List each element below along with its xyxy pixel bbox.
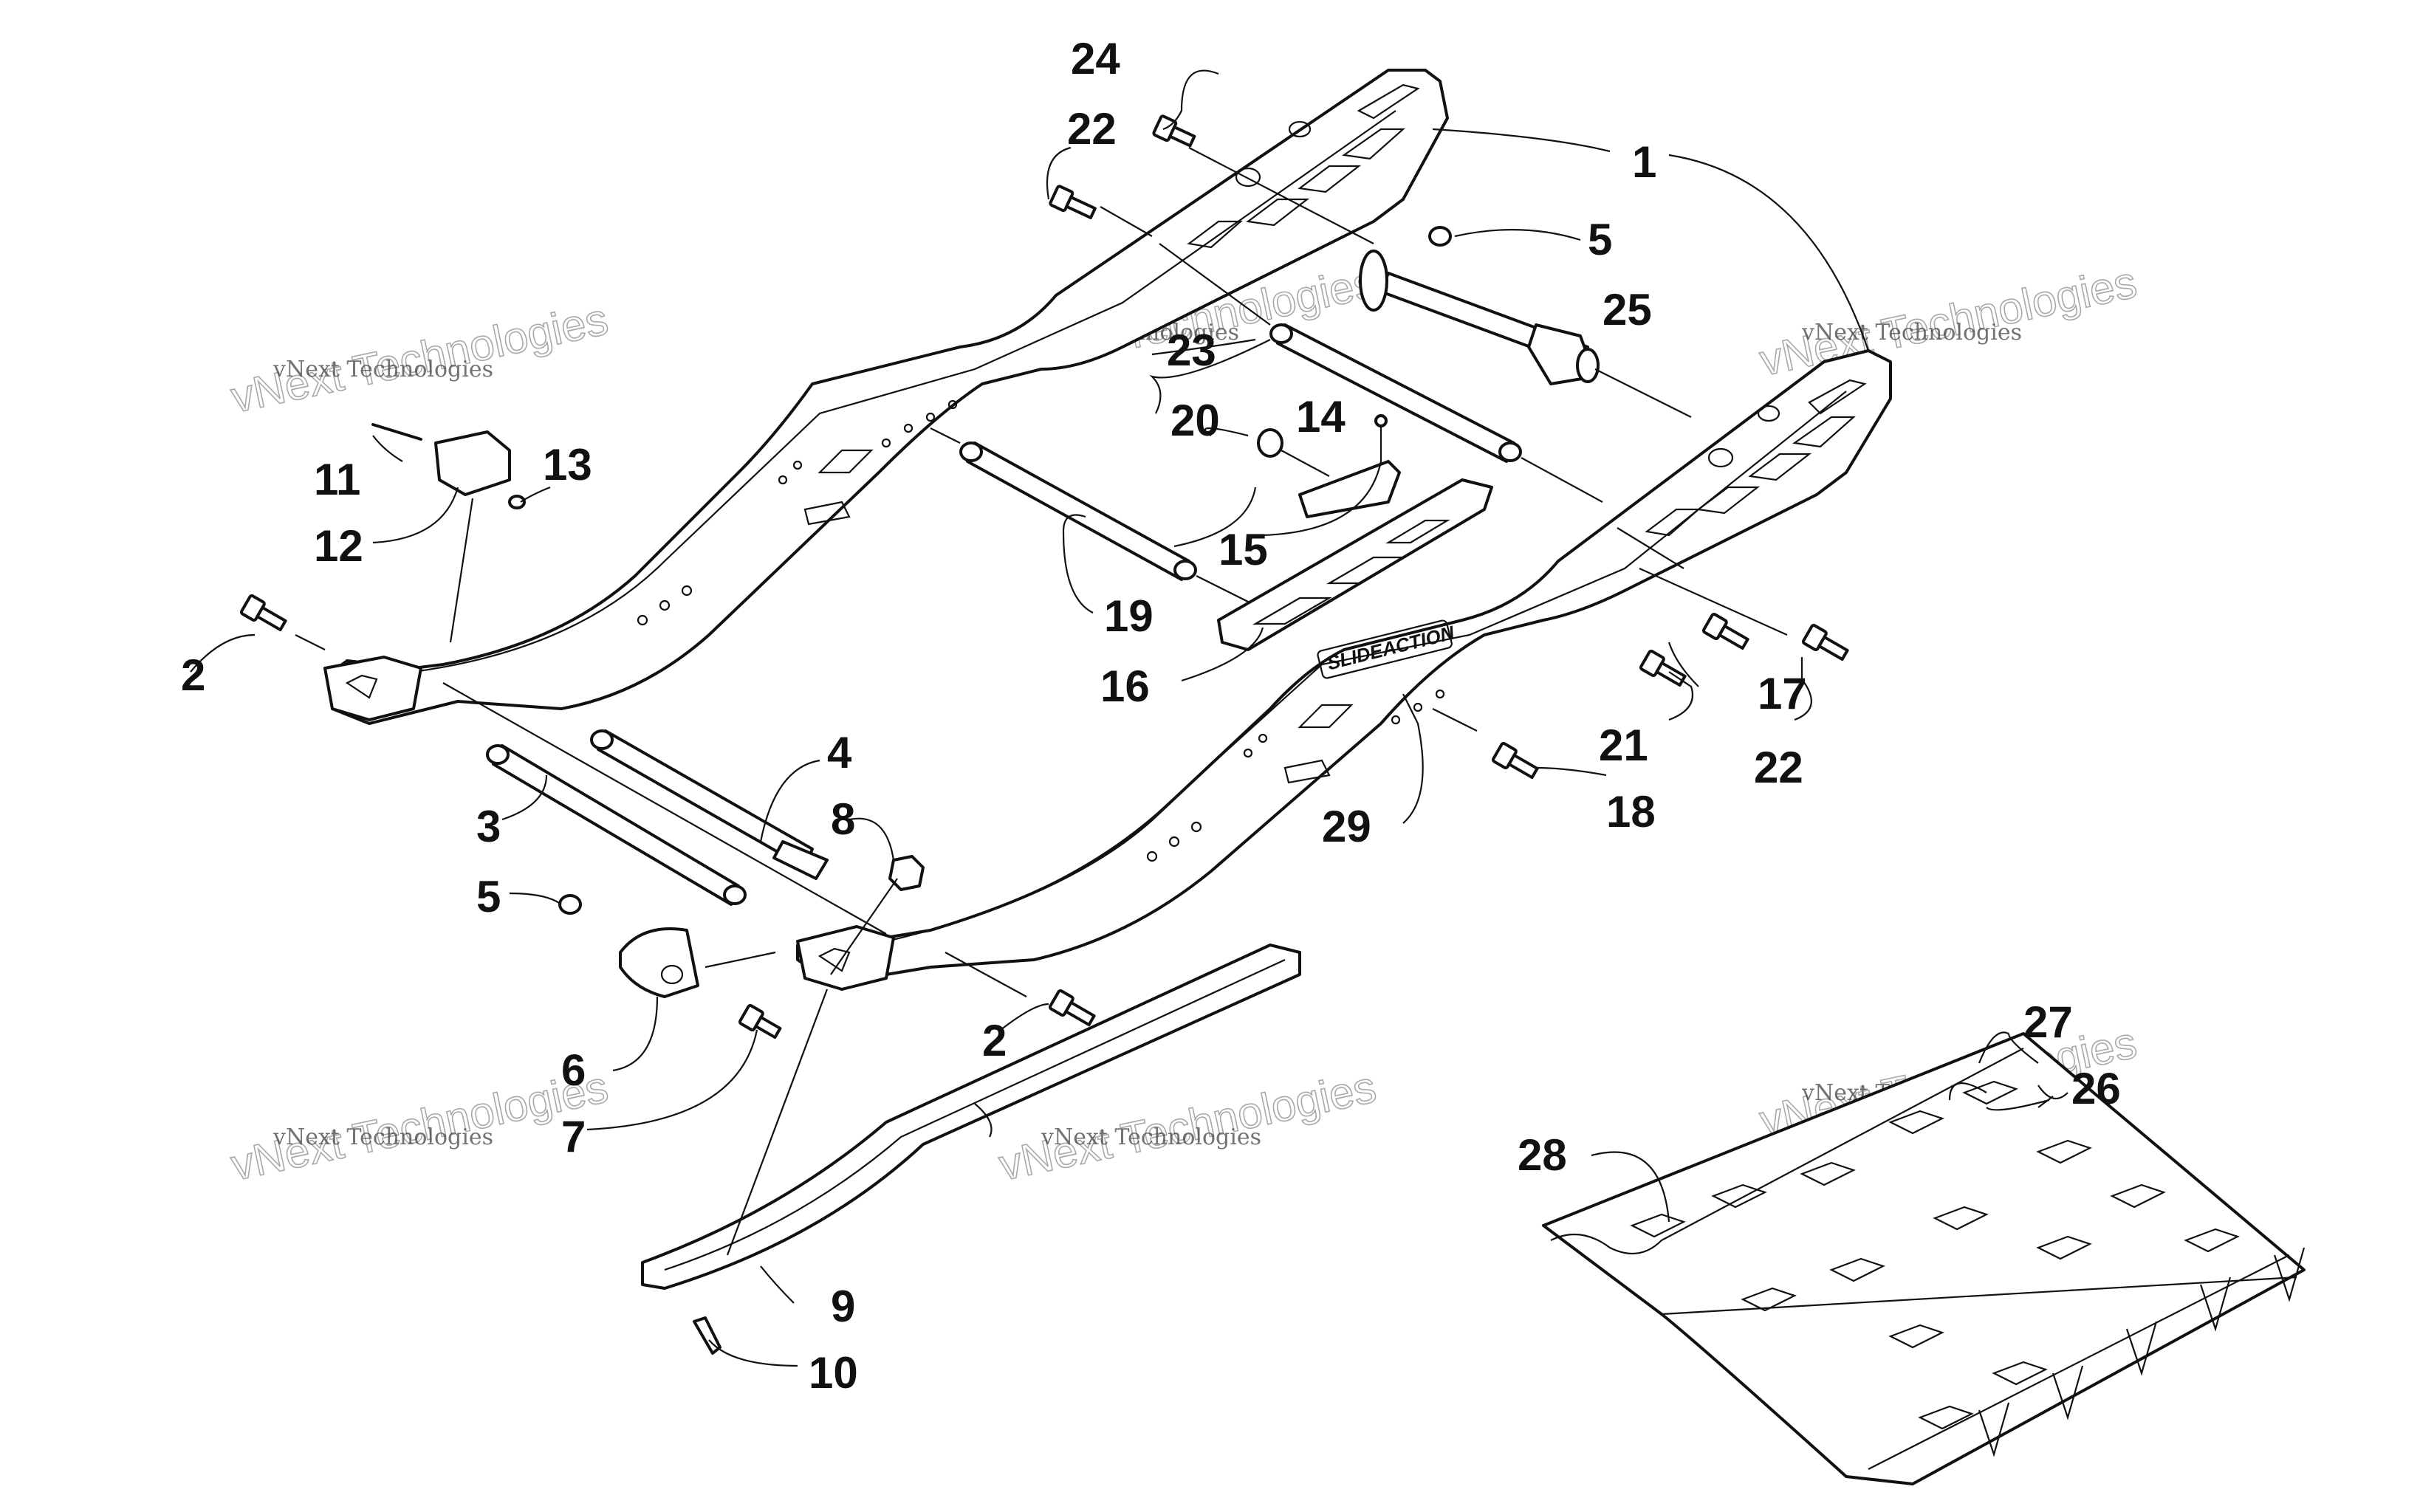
- callout-22: 22: [1067, 104, 1117, 154]
- callout-7: 7: [561, 1112, 586, 1161]
- callout-17: 17: [1758, 669, 1807, 718]
- callout-labels: 1 2 2 3 4 5 5 6 7 8 9 10 11 12 13 14 15 …: [181, 34, 2121, 1398]
- left-rail: [323, 69, 1449, 725]
- callout-21: 21: [1599, 721, 1648, 770]
- bolt-17: [1701, 612, 1749, 650]
- track-section: [1542, 1032, 2306, 1485]
- nut-5b: [558, 894, 582, 915]
- callout-14: 14: [1296, 392, 1346, 441]
- callout-3: 3: [476, 802, 501, 851]
- callout-23: 23: [1167, 326, 1216, 375]
- slide-bracket: [1217, 414, 1493, 651]
- callout-5: 5: [476, 872, 501, 921]
- callout-18: 18: [1606, 787, 1656, 836]
- callout-26: 26: [2071, 1064, 2121, 1113]
- watermark-small: vNext Technologies: [272, 357, 493, 382]
- bolt-21: [1639, 649, 1687, 687]
- bolt-22a: [1049, 185, 1097, 219]
- callout-22: 22: [1754, 743, 1803, 792]
- callout-28: 28: [1518, 1130, 1567, 1180]
- callout-10: 10: [809, 1348, 858, 1398]
- bolt-22b: [1801, 623, 1849, 662]
- watermark-small: vNext Technologies: [272, 1124, 493, 1150]
- callout-11: 11: [314, 455, 360, 504]
- callout-24: 24: [1071, 34, 1120, 83]
- watermark-small: vNext Technologies: [1041, 1124, 1261, 1150]
- callout-1: 1: [1632, 137, 1656, 187]
- callout-2: 2: [982, 1016, 1007, 1065]
- callout-27: 27: [2023, 997, 2073, 1047]
- callout-5: 5: [1588, 215, 1612, 264]
- callout-15: 15: [1218, 525, 1268, 574]
- leader-lines: [190, 69, 2068, 1367]
- bolt-2b: [1048, 989, 1096, 1027]
- cross-shafts: [295, 147, 1788, 997]
- bolts: [239, 114, 1849, 1040]
- callout-20: 20: [1170, 396, 1220, 445]
- callout-6: 6: [561, 1045, 586, 1095]
- watermark-small: vNext Technologies: [1801, 320, 2022, 346]
- callout-13: 13: [543, 440, 592, 489]
- callout-4: 4: [827, 728, 852, 777]
- callout-12: 12: [314, 521, 363, 571]
- callout-9: 9: [831, 1282, 855, 1331]
- callout-8: 8: [831, 794, 855, 844]
- bolt-7: [738, 1003, 782, 1040]
- callout-16: 16: [1100, 662, 1150, 711]
- bolt-2a: [239, 594, 287, 632]
- bolt-18: [1491, 741, 1539, 780]
- callout-29: 29: [1322, 802, 1371, 851]
- callout-2: 2: [181, 650, 205, 700]
- callout-25: 25: [1603, 285, 1652, 334]
- right-rail: SLIDEACTION: [796, 349, 1892, 991]
- callout-19: 19: [1104, 591, 1154, 641]
- nut-5a: [1428, 226, 1452, 247]
